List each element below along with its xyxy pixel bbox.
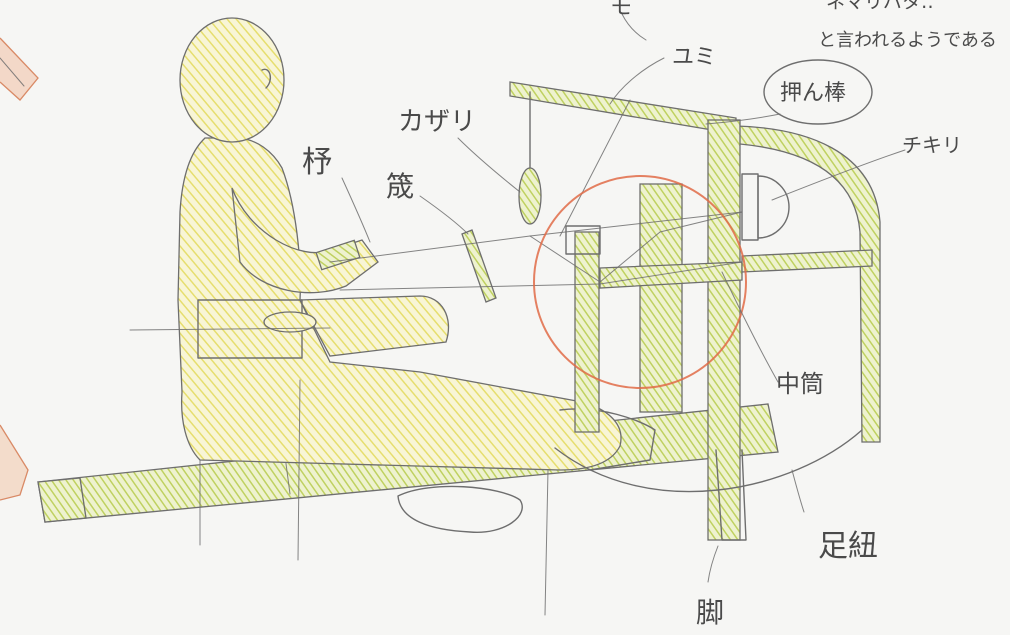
chikiri-roll — [758, 176, 789, 238]
label-ashi: 脚 — [696, 596, 724, 629]
label-hi: 杼 — [302, 145, 332, 180]
construction-line — [545, 470, 548, 615]
label-chikiri: チキリ — [902, 133, 962, 157]
weaver-head — [180, 18, 284, 142]
label-top-note-1: ネマリバタ‥ — [826, 0, 934, 13]
kazari-weight — [519, 168, 541, 224]
partial-object-left — [0, 425, 28, 500]
label-kazari: カザリ — [398, 107, 476, 137]
cushion — [398, 486, 522, 532]
label-osa: 筬 — [386, 170, 414, 203]
rear-bar — [742, 250, 872, 272]
label-yumi: ユミ — [672, 45, 716, 70]
label-top-note-2: と言われるようである — [818, 30, 997, 51]
yumi-beam — [510, 82, 736, 134]
partial-object-top-left — [0, 38, 38, 100]
label-osae-bou: 押ん棒 — [780, 81, 846, 106]
label-nakazutsu: 中筒 — [776, 370, 824, 398]
chikiri-block — [742, 174, 758, 240]
label-ashihimo: 足紐 — [818, 529, 878, 564]
label-fragment-top: モ — [610, 0, 632, 20]
nakazutsu-post — [640, 184, 682, 412]
front-post — [575, 232, 599, 432]
